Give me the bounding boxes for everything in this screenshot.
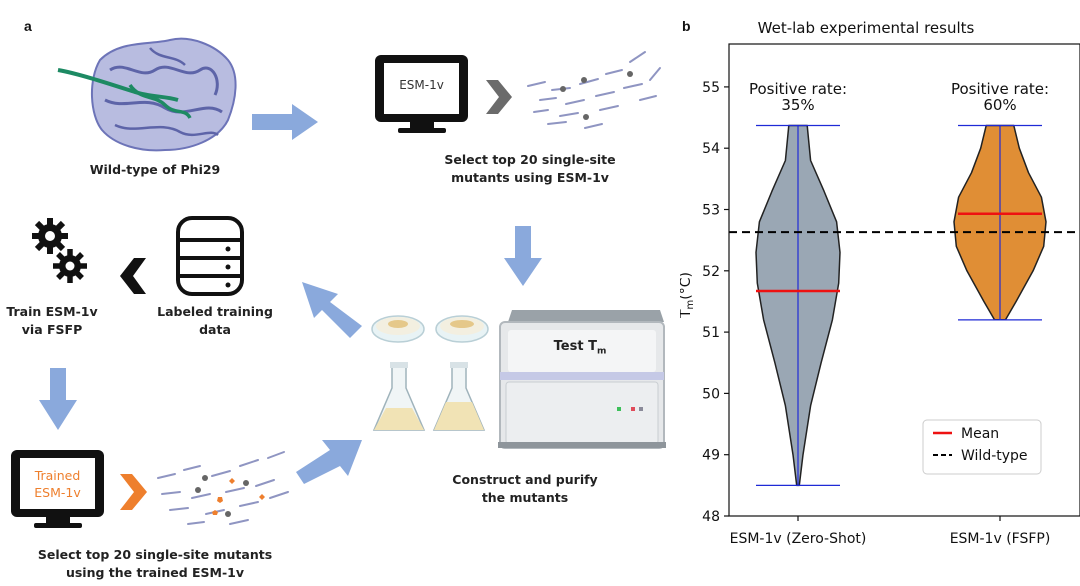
chevron-right-icon: [486, 80, 512, 114]
orange-chevron-icon: [120, 474, 147, 510]
x-tick-label: ESM-1v (Zero-Shot): [730, 531, 867, 547]
y-tick-label: 55: [702, 80, 720, 96]
flow-arrow-down-1: [504, 226, 542, 286]
panel-b-letter: b: [682, 18, 691, 34]
violin-chart: Wet-lab experimental results 48 49 50 51 52 5…: [680, 19, 1080, 547]
positive-rate-label-1: Positive rate:: [951, 80, 1049, 98]
legend: Mean Wild-type: [922, 419, 1042, 475]
chevron-left-icon: [120, 258, 146, 294]
positive-rate-value-1: 60%: [983, 96, 1016, 114]
select-trained-label: Select top 20 single-site mutants using …: [20, 546, 290, 582]
x-axis-labels: ESM-1v (Zero-Shot) ESM-1v (FSFP): [730, 516, 1051, 547]
thermocycler-image: [498, 310, 666, 449]
construct-line1: Construct and purify: [452, 472, 598, 487]
flow-arrow-right-1: [252, 104, 318, 140]
database-icon: [176, 216, 244, 296]
wild-type-label: Wild-type of Phi29: [89, 162, 221, 177]
construct-label: Construct and purify the mutants: [430, 471, 620, 507]
y-tick-label: 52: [702, 264, 720, 280]
labeled-data-line2: data: [199, 322, 231, 337]
select-trained-line1: Select top 20 single-site mutants: [37, 547, 273, 562]
labeled-data-label: Labeled training data: [150, 303, 280, 339]
labeled-data-line1: Labeled training: [157, 304, 273, 319]
panel-b-chart: b Wet-lab experimental results 48 49 50 51 5…: [680, 0, 1080, 586]
legend-mean-label: Mean: [961, 426, 999, 442]
monitor-esm1v: [375, 55, 468, 133]
gears-icon: [32, 218, 87, 283]
workflow-graphics: [11, 37, 666, 528]
train-line1: Train ESM-1v: [6, 304, 98, 319]
select-top-line2: mutants using ESM-1v: [451, 170, 609, 185]
y-tick-label: 48: [702, 509, 720, 525]
mutant-fragments-1: [527, 51, 661, 129]
monitor1-text: ESM-1v: [399, 78, 444, 92]
panel-a-letter: a: [24, 18, 32, 34]
flow-arrow-upleft: [302, 282, 362, 338]
positive-rate-value-0: 35%: [781, 96, 814, 114]
mutant-fragments-2: [157, 451, 289, 525]
protein-structure-image: [57, 37, 237, 152]
flow-arrow-upright: [296, 440, 362, 484]
select-trained-line2: using the trained ESM-1v: [65, 565, 245, 580]
panel-a-workflow: a: [0, 18, 666, 582]
train-line2: via FSFP: [21, 322, 83, 337]
construct-line2: the mutants: [481, 490, 569, 505]
chart-title: Wet-lab experimental results: [758, 19, 975, 37]
select-top-label: Select top 20 single-site mutants using …: [430, 151, 630, 187]
plot-frame: [728, 43, 1080, 517]
y-tick-label: 53: [702, 203, 720, 219]
y-tick-label: 50: [702, 386, 720, 402]
monitor-trained-esm1v: [11, 450, 104, 528]
y-tick-label: 54: [702, 141, 720, 157]
select-top-line1: Select top 20 single-site: [444, 152, 616, 167]
train-label: Train ESM-1v via FSFP: [0, 303, 104, 339]
x-tick-label: ESM-1v (FSFP): [950, 531, 1051, 547]
monitor2-text: Trained ESM-1v: [34, 468, 81, 500]
y-tick-label: 49: [702, 448, 720, 464]
violins: Positive rate:35%Positive rate:60%: [749, 80, 1049, 487]
y-tick-label: 51: [702, 325, 720, 341]
positive-rate-label-0: Positive rate:: [749, 80, 847, 98]
test-tm-label: Test Tm: [553, 339, 607, 357]
y-axis-label: Tm(°C): [680, 272, 696, 319]
petri-dishes-image: [371, 315, 489, 343]
flow-arrow-down-2: [39, 368, 77, 430]
legend-wild-label: Wild-type: [961, 448, 1028, 464]
flasks-image: [372, 362, 486, 431]
y-axis-ticks: 48 49 50 51 52 53 54 55: [702, 80, 729, 525]
